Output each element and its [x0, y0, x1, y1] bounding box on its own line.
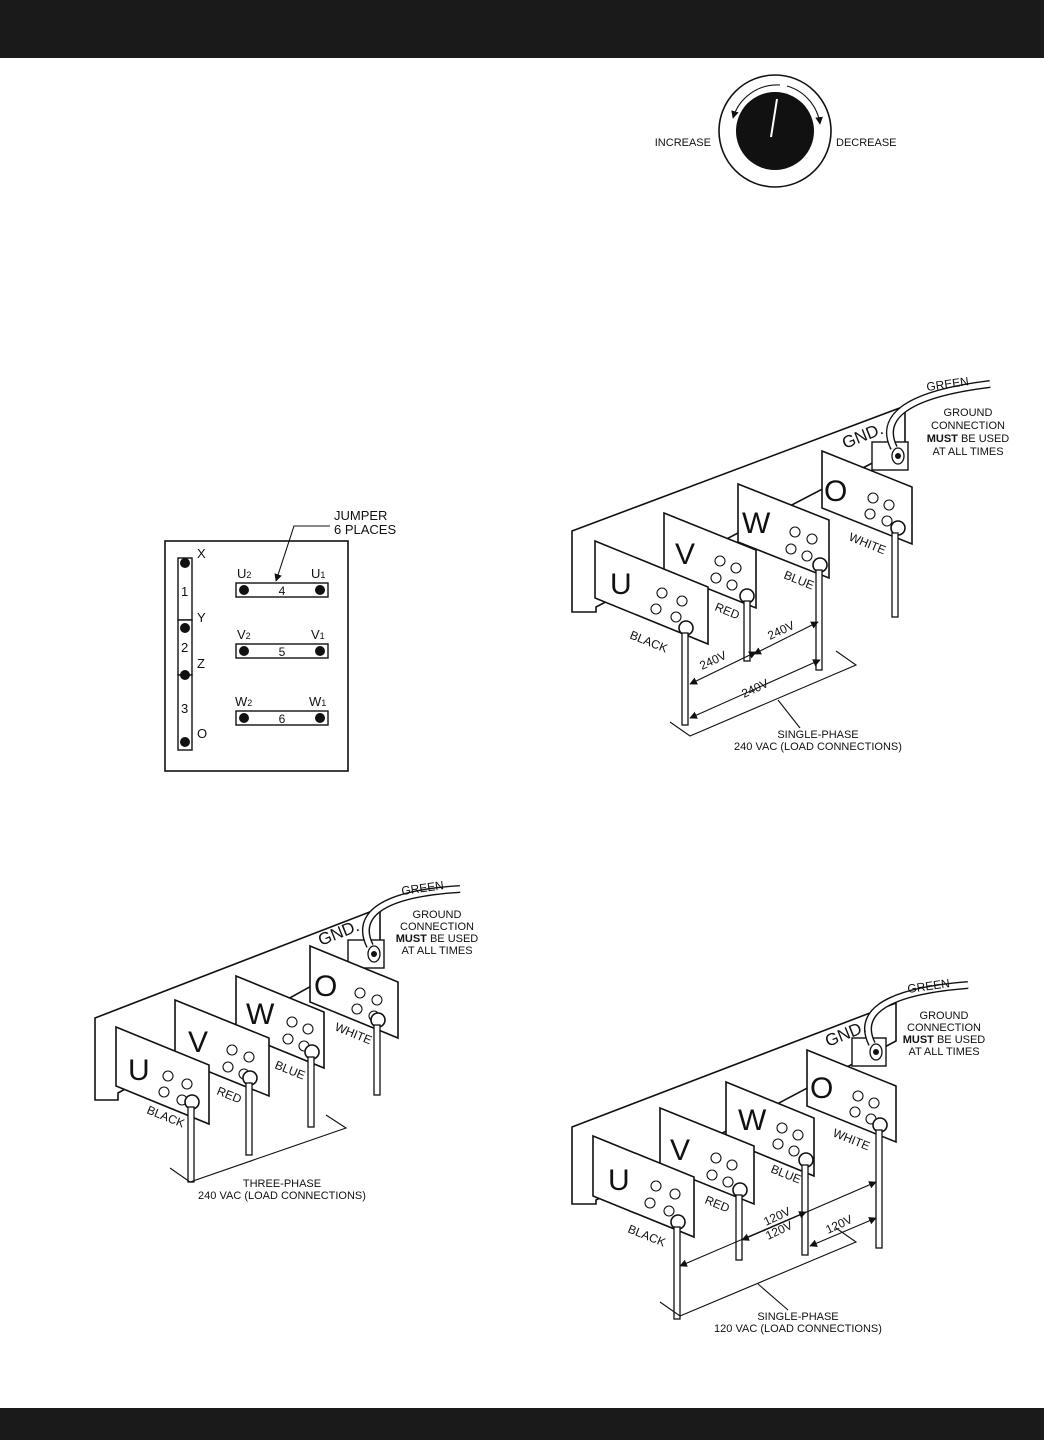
svg-text:CONNECTION: CONNECTION: [931, 420, 1005, 432]
terminal-y-label: Y: [197, 610, 206, 625]
decrease-arrow-icon: [786, 85, 823, 125]
jumper-w: W2 W1 6: [235, 694, 329, 726]
increase-arrow-icon: [731, 84, 781, 119]
svg-text:U2: U2: [237, 566, 251, 581]
decrease-label: DECREASE: [836, 137, 897, 149]
green-wire-label: GREEN: [906, 976, 950, 996]
jumper-5-label: 5: [279, 645, 286, 659]
svg-text:V1: V1: [311, 627, 325, 642]
svg-text:U: U: [610, 568, 632, 601]
jumper-4-label: 4: [279, 584, 286, 598]
jumper-panel: X Y Z O 1 2 3 U2 U1 4 V2 V1 5: [164, 508, 396, 772]
svg-text:W: W: [246, 998, 275, 1031]
terminal-o-label: O: [197, 726, 207, 741]
three-phase-240-diagram: GREEN GND. GROUND CONNECTION MUST BE USE…: [94, 878, 479, 1202]
svg-text:U: U: [608, 1164, 630, 1197]
u1-label: U: [311, 566, 320, 581]
svg-text:GROUND: GROUND: [413, 909, 462, 921]
ground-note: GROUND CONNECTION MUST BE USED AT ALL TI…: [927, 407, 1010, 458]
svg-text:W1: W1: [309, 694, 326, 709]
jumper-callout-arrow-icon: [274, 525, 330, 582]
jumper-u: U2 U1 4: [235, 566, 329, 598]
caption-line2: 240 VAC (LOAD CONNECTIONS): [198, 1190, 366, 1202]
w2-label: W: [235, 694, 248, 709]
svg-text:V: V: [188, 1026, 208, 1059]
red-wire-label: RED: [713, 600, 742, 623]
svg-text:W: W: [738, 1104, 767, 1137]
coil-3-label: 3: [181, 701, 188, 716]
svg-text:MUST BE USED: MUST BE USED: [396, 933, 479, 945]
footer-band: [0, 1408, 1044, 1440]
plate-o: O WHITE: [309, 944, 399, 1096]
coil-2-label: 2: [181, 640, 188, 655]
single-phase-240-diagram: GREEN GND. GROUND CONNECTION MUST BE USE…: [571, 374, 1010, 753]
svg-text:GROUND: GROUND: [944, 407, 993, 419]
svg-text:MUST BE USED: MUST BE USED: [903, 1034, 986, 1046]
caption-line2: 240 VAC (LOAD CONNECTIONS): [734, 741, 902, 753]
svg-text:V: V: [670, 1134, 690, 1167]
svg-text:AT ALL TIMES: AT ALL TIMES: [401, 945, 472, 957]
svg-text:AT ALL TIMES: AT ALL TIMES: [932, 446, 1003, 458]
svg-text:U1: U1: [311, 566, 325, 581]
svg-text:O: O: [810, 1072, 833, 1105]
jumper-v: V2 V1 5: [235, 627, 329, 659]
green-wire-label: GREEN: [925, 374, 969, 394]
plate-v: V RED: [174, 998, 270, 1156]
w1-label: W: [309, 694, 322, 709]
coil-1-label: 1: [181, 584, 188, 599]
svg-text:W: W: [742, 507, 771, 540]
plate-w: W BLUE: [235, 974, 325, 1128]
u2-label: U: [237, 566, 246, 581]
terminal-z-label: Z: [197, 656, 205, 671]
terminal-x-label: X: [197, 546, 206, 561]
ground-note: GROUND CONNECTION MUST BE USED AT ALL TI…: [396, 909, 479, 957]
black-wire-label: BLACK: [628, 628, 670, 656]
svg-text:V2: V2: [237, 627, 251, 642]
red-wire-label: RED: [703, 1193, 732, 1216]
gnd-lug: [851, 1037, 887, 1067]
caption-line2: 120 VAC (LOAD CONNECTIONS): [714, 1323, 882, 1335]
svg-text:CONNECTION: CONNECTION: [400, 921, 474, 933]
red-wire-label: RED: [215, 1084, 244, 1107]
svg-text:O: O: [314, 970, 337, 1003]
white-wire-label: WHITE: [847, 530, 888, 557]
volt-label-1: 240V: [697, 648, 728, 673]
volt-label-2: 240V: [765, 618, 796, 643]
v1-label: V: [311, 627, 320, 642]
increase-label: INCREASE: [655, 137, 711, 149]
jumper-6-label: 6: [279, 712, 286, 726]
svg-text:U: U: [128, 1054, 150, 1087]
caption-line1: THREE-PHASE: [243, 1178, 321, 1190]
svg-text:GROUND: GROUND: [920, 1010, 969, 1022]
svg-text:V: V: [675, 538, 695, 571]
header-band: [0, 0, 1044, 58]
v2-label: V: [237, 627, 246, 642]
svg-text:CONNECTION: CONNECTION: [907, 1022, 981, 1034]
jumper-callout-line2: 6 PLACES: [334, 522, 396, 537]
caption-line1: SINGLE-PHASE: [757, 1311, 838, 1323]
volt-label-3: 240V: [739, 676, 770, 701]
svg-text:AT ALL TIMES: AT ALL TIMES: [908, 1046, 979, 1058]
svg-text:MUST BE USED: MUST BE USED: [927, 433, 1010, 445]
svg-text:W2: W2: [235, 694, 252, 709]
plate-o: O WHITE: [821, 449, 913, 618]
svg-text:O: O: [824, 475, 847, 508]
ground-note: GROUND CONNECTION MUST BE USED AT ALL TI…: [903, 1010, 986, 1058]
plate-u: U BLACK: [115, 1025, 210, 1183]
jumper-callout-line1: JUMPER: [334, 508, 387, 523]
green-wire-label: GREEN: [400, 878, 444, 898]
black-wire-label: BLACK: [626, 1222, 668, 1250]
voltage-adjust-knob: INCREASE DECREASE: [655, 74, 897, 188]
single-phase-120-diagram: GREEN GND. GROUND CONNECTION MUST BE USE…: [571, 976, 986, 1335]
volt-label-3: 120V: [823, 1212, 854, 1237]
blue-wire-label: BLUE: [273, 1058, 307, 1083]
caption-line1: SINGLE-PHASE: [777, 729, 858, 741]
